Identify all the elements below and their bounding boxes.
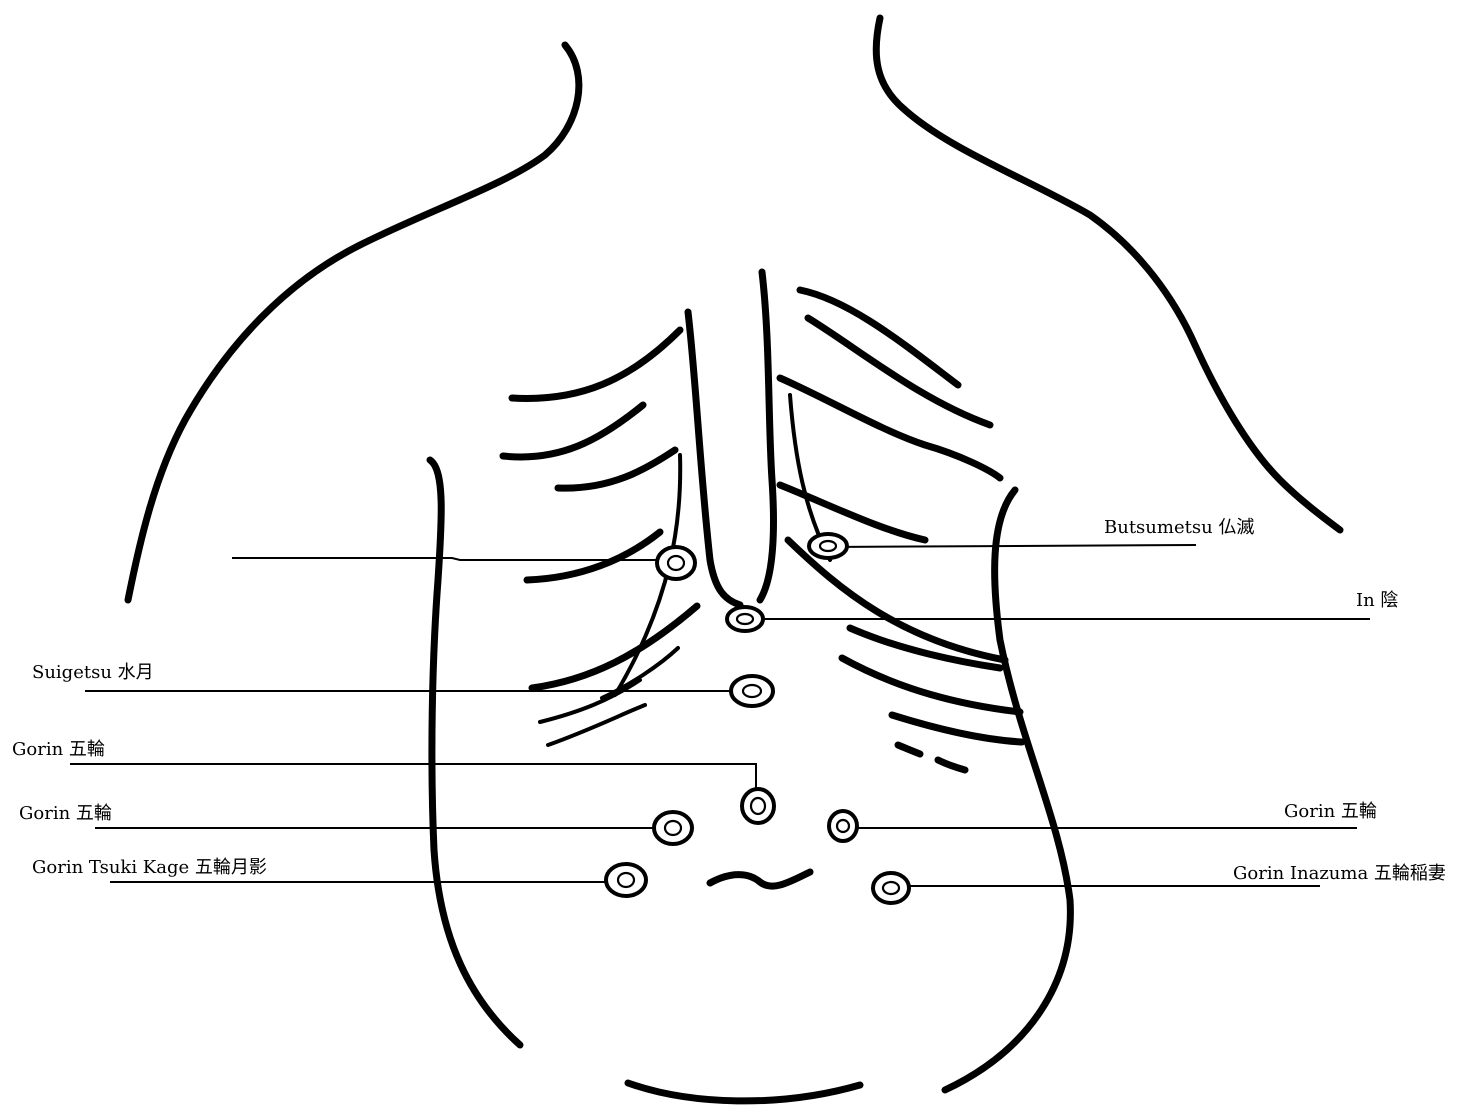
navel-line: [710, 872, 810, 886]
right-rib-cage: [780, 290, 1022, 770]
label-gorin-right: Gorin 五輪: [1284, 801, 1377, 822]
left-waist-line: [430, 460, 520, 1045]
label-suigetsu: Suigetsu 水月: [32, 662, 154, 683]
label-in: In 陰: [1356, 590, 1398, 611]
lower-abdomen-line: [628, 1083, 860, 1101]
left-rib-3: [558, 450, 675, 488]
left-rib-5: [532, 606, 697, 688]
right-rib-2: [808, 318, 990, 425]
left-rib-4: [527, 532, 660, 580]
right-rib-3: [780, 378, 1000, 478]
leader-line-butsumetsu: [828, 545, 1196, 547]
leader-line-gorin-upper: [70, 764, 756, 800]
pressure-points: [606, 534, 909, 903]
label-gorin-inazuma: Gorin Inazuma 五輪稲妻: [1233, 863, 1446, 884]
leader-lines: [70, 545, 1370, 886]
leader-line-unlabeled-left-rib: [232, 558, 676, 560]
point-in: [727, 607, 763, 631]
sternum-right-edge: [760, 272, 774, 600]
sternum: [688, 272, 774, 605]
point-butsumetsu: [809, 534, 847, 558]
point-suigetsu: [731, 676, 773, 706]
point-gorin-left: [654, 812, 692, 844]
left-neck-shoulder-line: [128, 45, 579, 600]
label-gorin-left: Gorin 五輪: [19, 803, 112, 824]
right-rib-1: [800, 290, 958, 385]
left-rib-1: [512, 330, 680, 398]
point-gorin-tsuki-kage: [606, 864, 646, 896]
point-gorin-inazuma: [873, 873, 909, 903]
left-rib-cage: [503, 330, 697, 745]
label-gorin-upper: Gorin 五輪: [12, 739, 105, 760]
left-costal-margin-4: [548, 705, 645, 745]
label-butsumetsu: Butsumetsu 仏滅: [1104, 517, 1254, 538]
left-rib-2: [503, 405, 643, 457]
right-rib-9: [938, 760, 965, 770]
right-rib-8: [898, 745, 920, 754]
right-waist-line: [945, 490, 1070, 1090]
right-rib-4: [780, 485, 925, 540]
label-gorin-tsuki-kage: Gorin Tsuki Kage 五輪月影: [32, 857, 267, 878]
point-unlabeled-left-rib: [657, 547, 695, 579]
right-rib-7: [892, 715, 1022, 742]
torso-outline: [128, 18, 1340, 1101]
point-gorin-right: [829, 811, 857, 841]
point-gorin-upper: [742, 789, 774, 823]
